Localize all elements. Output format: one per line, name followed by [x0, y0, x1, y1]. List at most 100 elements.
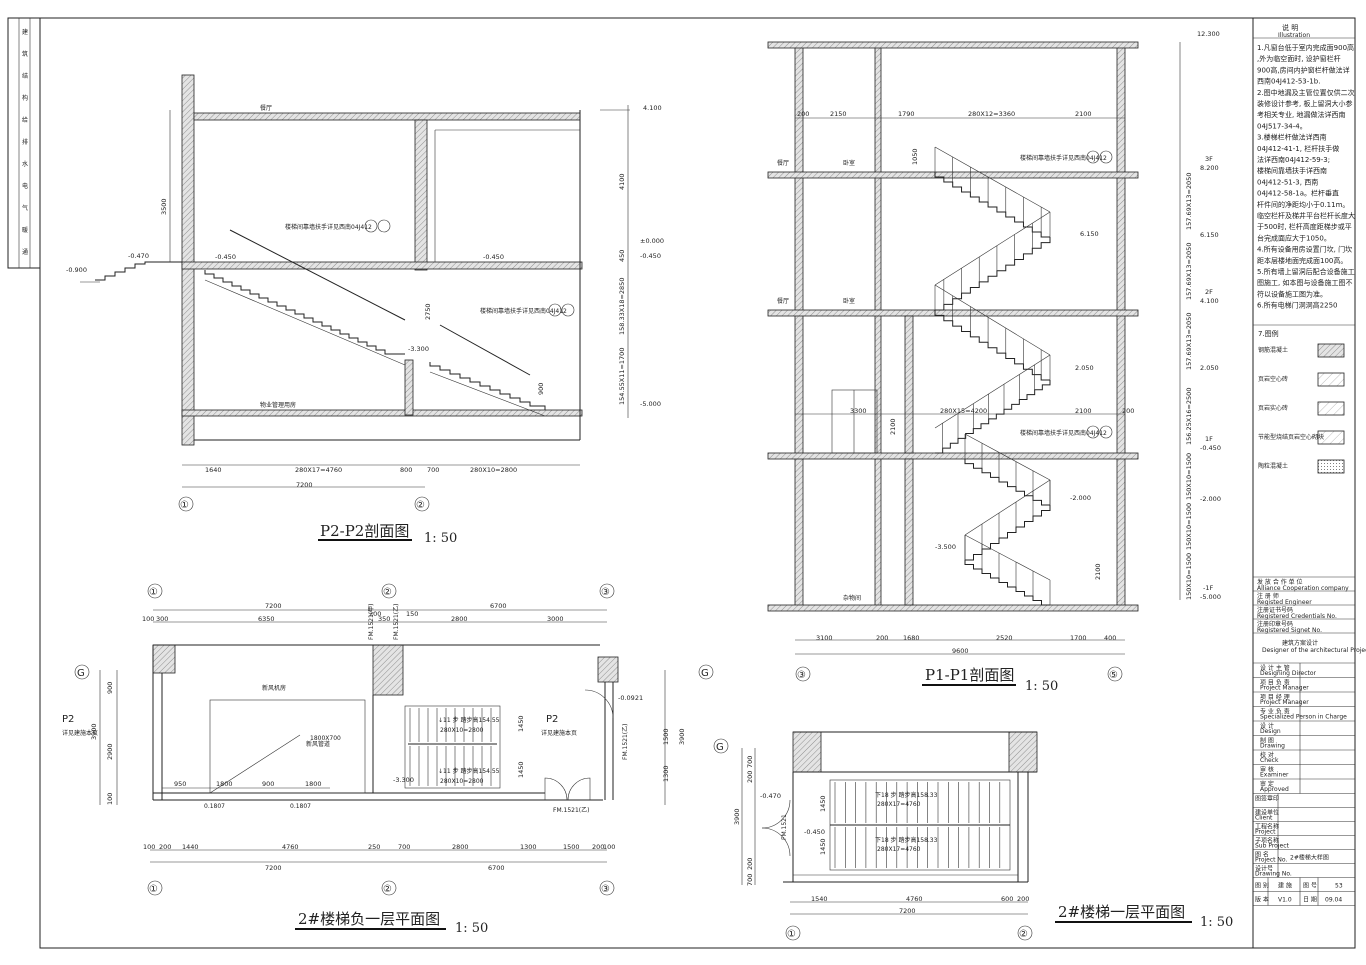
tb-role-label-en: Check [1260, 757, 1279, 764]
p2-level-0450c: -0.450 [215, 253, 236, 261]
p1-floor-1f: 1F [1205, 435, 1213, 443]
b1-dim-v3: 3900 [90, 723, 98, 740]
strip-label: 水 [22, 160, 28, 168]
stair-handrail [934, 146, 1051, 213]
p1-dim-v5: 150X10=1500 [1185, 453, 1193, 500]
b1-axis-g-left: G [77, 668, 85, 679]
p1-dim-l: 1680 [903, 634, 920, 642]
b1-cut-note-left: 详见建施本页 [62, 729, 98, 737]
slab-mid [181, 261, 583, 270]
b1-dim-bt1: 7200 [265, 864, 282, 872]
p1-dim-b: 2150 [830, 110, 847, 118]
p1-dim-total: 9600 [952, 647, 969, 655]
tb-role-label-en: Project Manager [1260, 685, 1309, 692]
b1-dim-top1: 7200 [265, 602, 282, 610]
f1-axis-1: ① [787, 929, 796, 940]
p1-level-2050b: 2.050 [1075, 364, 1094, 372]
p1-dim-v8: 1050 [911, 148, 919, 165]
p1-dim-v1: 157.69X13=2050 [1185, 173, 1193, 230]
tb-info-label: 设计号 [1255, 865, 1273, 873]
note-line: 2.图中地漏及主管位置仅供二次 [1257, 88, 1355, 97]
stair-flight [965, 505, 1051, 561]
b1-dim-c9: 1500 [563, 843, 580, 851]
f1-dim-v3: 1450 [819, 795, 827, 812]
f1-dim-d1: 1540 [811, 895, 828, 903]
b1-cut-p2-right: P2 [546, 714, 558, 725]
b1-dim-t4: 200 [369, 610, 381, 618]
b1-dim-top2: 6700 [490, 602, 507, 610]
f1-dim-v6: 200 [746, 858, 754, 870]
b1-level-0092: -0.0921 [618, 694, 643, 702]
f1-stair-note-1: 下18 步 踏步高158.33 [875, 791, 938, 799]
tb-version-label: 版 本 [1255, 896, 1269, 904]
p1-dim-v9: 2100 [889, 418, 897, 435]
p1-dim-v3: 157.69X13=2050 [1185, 313, 1193, 370]
b1-dim-t7: 2800 [451, 615, 468, 623]
p2-dining-label: 餐厅 [260, 104, 272, 112]
f1-stair-dim-1: 280X17=4760 [877, 801, 921, 808]
b1-dim-c7: 2800 [452, 843, 469, 851]
b1-dim-t2: 300 [156, 615, 168, 623]
tb-org: 建筑方案设计 [1282, 639, 1318, 647]
wall-mid [414, 119, 428, 271]
tb-row-label-en: Registered Credentials No. [1257, 613, 1337, 620]
b1-dim-c6: 700 [398, 843, 410, 851]
stair-handrail [964, 534, 1051, 581]
legend-title: 7.图例 [1258, 329, 1279, 338]
note-line: 符以设备施工图为准。 [1257, 289, 1327, 298]
f1-stair-note-2: 下18 步 踏步高158.33 [875, 836, 938, 844]
p1-level-12300: 12.300 [1197, 30, 1220, 38]
note-line: 楼梯间靠墙扶手详西南 [1257, 166, 1327, 175]
tb-role-label: 设 计 主 管 [1260, 664, 1290, 672]
note-line: 考相关专业, 地漏做法详西南 [1257, 110, 1345, 119]
b1-dim-bt2: 6700 [488, 864, 505, 872]
p2-level-0470: -0.470 [128, 252, 149, 260]
p1-axis-5: ⑤ [1109, 670, 1118, 681]
b1-dim-b1: 950 [174, 780, 186, 788]
b1-axis-1-top: ① [149, 587, 158, 598]
note-line: 6.所有电梯门洞洞高2250 [1257, 301, 1338, 310]
b1-dim-v1: 900 [106, 682, 114, 694]
p1-dim-f: 3300 [850, 407, 867, 415]
tb-role-label: 审 核 [1260, 766, 1274, 774]
slab-bottom [181, 409, 583, 417]
f1-dim-d3: 600 [1001, 895, 1013, 903]
p2-scale: 1: 50 [424, 531, 457, 546]
p1-axis-3: ③ [797, 670, 806, 681]
p1-level-4100: 4.100 [1200, 297, 1219, 305]
b1-dim-t6: 150 [406, 610, 418, 618]
b1-floor-drain-1: 0.1807 [204, 803, 225, 810]
legend-label: 钢筋混凝土 [1258, 346, 1288, 354]
stair-handrail [964, 433, 1051, 481]
tb-role-label: 制 图 [1260, 737, 1274, 745]
p1-dim-e: 2100 [1075, 110, 1092, 118]
legend-label: 页岩实心砖 [1258, 404, 1288, 412]
p1-dim-h: 2100 [1075, 407, 1092, 415]
strip-label: 建 [22, 28, 28, 36]
b1-title: 2#楼梯负一层平面图 [298, 910, 440, 928]
tb-date-label: 日 期 [1303, 896, 1317, 904]
tb-row-label: 注册证书号码 [1257, 606, 1293, 614]
p2-dim-2800: 280X10=2800 [470, 466, 517, 474]
b1-dim-c5: 250 [368, 843, 380, 851]
strip-label: 电 [22, 182, 28, 190]
tb-role-label: 项 目 经 理 [1260, 693, 1290, 701]
note-line: 图施工, 如本图与设备施工图不 [1257, 278, 1352, 287]
tb-row-label: 注 册 师 [1257, 592, 1279, 600]
p1-dim-o: 400 [1104, 634, 1116, 642]
note-line: 装修设计参考, 板上留洞大小参 [1257, 99, 1352, 108]
plan-b1: 新风机房 1800X700 新风管道 FM.1521(甲) FM.1521(乙)… [62, 583, 714, 936]
note-line: 3.楼梯栏杆做法详西南 [1257, 133, 1327, 142]
b1-door-fm4: FM.1521(乙) [553, 807, 590, 814]
legend-label: 页岩空心砖 [1258, 375, 1288, 383]
b1-axis-3-top: ③ [601, 587, 610, 598]
b1-level-3300: -3.300 [393, 776, 414, 784]
f1-dim-total: 7200 [899, 907, 916, 915]
f1-axis-2: ② [1019, 929, 1028, 940]
b1-cut-note-right: 详见建施本页 [541, 729, 577, 737]
note-line: 04J412-58-1a。栏杆垂直 [1257, 189, 1339, 198]
note-line: 临空栏杆及梯井平台栏杆长度大 [1257, 211, 1355, 220]
p1-handrail-note-1: 楼梯间靠墙扶手详见西南04J412 [1020, 154, 1107, 162]
p2-level-0450b: -0.450 [483, 253, 504, 261]
